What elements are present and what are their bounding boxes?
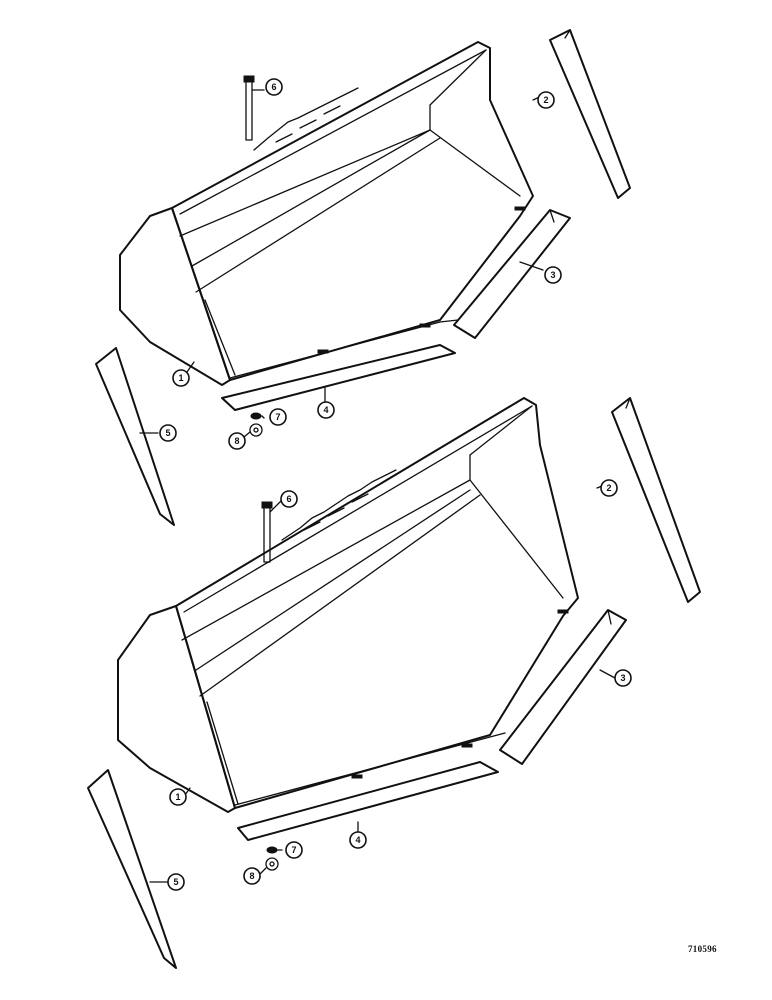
svg-text:7: 7 bbox=[275, 412, 280, 422]
nut-8-bottom bbox=[265, 857, 279, 871]
callout-7-top: 7 bbox=[269, 408, 287, 426]
figure-id: 710596 bbox=[688, 944, 717, 954]
callout-2-top: 2 bbox=[537, 91, 555, 109]
side-wear-plate-5-top bbox=[95, 347, 175, 526]
bolt-6-bottom bbox=[261, 501, 273, 563]
bucket-body-top bbox=[119, 41, 534, 386]
svg-text:5: 5 bbox=[173, 877, 178, 887]
svg-text:5: 5 bbox=[165, 428, 170, 438]
svg-text:3: 3 bbox=[550, 270, 555, 280]
wear-strip-3-bottom bbox=[499, 609, 627, 765]
svg-text:3: 3 bbox=[620, 673, 625, 683]
cutting-edge-4-bottom bbox=[237, 761, 499, 841]
svg-text:4: 4 bbox=[355, 835, 360, 845]
callout-1-top: 1 bbox=[172, 369, 190, 387]
svg-text:1: 1 bbox=[178, 373, 183, 383]
callout-4-top: 4 bbox=[317, 401, 335, 419]
svg-text:7: 7 bbox=[291, 845, 296, 855]
side-wear-plate-2-bottom bbox=[611, 397, 701, 603]
callout-2-bottom: 2 bbox=[600, 479, 618, 497]
svg-text:2: 2 bbox=[543, 95, 548, 105]
svg-text:6: 6 bbox=[286, 494, 291, 504]
svg-text:2: 2 bbox=[606, 483, 611, 493]
side-wear-plate-5-bottom bbox=[87, 769, 177, 969]
bucket-body-bottom bbox=[117, 397, 579, 813]
callout-3-top: 3 bbox=[544, 266, 562, 284]
svg-text:4: 4 bbox=[323, 405, 328, 415]
callout-1-bottom: 1 bbox=[169, 788, 187, 806]
callout-5-bottom: 5 bbox=[167, 873, 185, 891]
svg-text:1: 1 bbox=[175, 792, 180, 802]
svg-text:8: 8 bbox=[234, 436, 239, 446]
wear-strip-3-top bbox=[453, 209, 571, 339]
svg-text:6: 6 bbox=[271, 82, 276, 92]
washer-7-top bbox=[250, 412, 262, 420]
svg-text:8: 8 bbox=[249, 871, 254, 881]
bolt-6-top bbox=[243, 75, 255, 141]
nut-8-top bbox=[249, 423, 263, 437]
washer-7-bottom bbox=[266, 846, 278, 854]
cutting-edge-4-top bbox=[221, 344, 456, 411]
callout-6-top: 6 bbox=[265, 78, 283, 96]
callout-8-bottom: 8 bbox=[243, 867, 261, 885]
callout-8-top: 8 bbox=[228, 432, 246, 450]
callout-3-bottom: 3 bbox=[614, 669, 632, 687]
callout-7-bottom: 7 bbox=[285, 841, 303, 859]
bucket-assembly-top bbox=[95, 29, 631, 526]
callout-6-bottom: 6 bbox=[280, 490, 298, 508]
leader-lines-top bbox=[139, 89, 549, 438]
side-wear-plate-2-top bbox=[549, 29, 631, 199]
callout-5-top: 5 bbox=[159, 424, 177, 442]
callout-4-bottom: 4 bbox=[349, 831, 367, 849]
bucket-assembly-bottom bbox=[87, 397, 701, 969]
